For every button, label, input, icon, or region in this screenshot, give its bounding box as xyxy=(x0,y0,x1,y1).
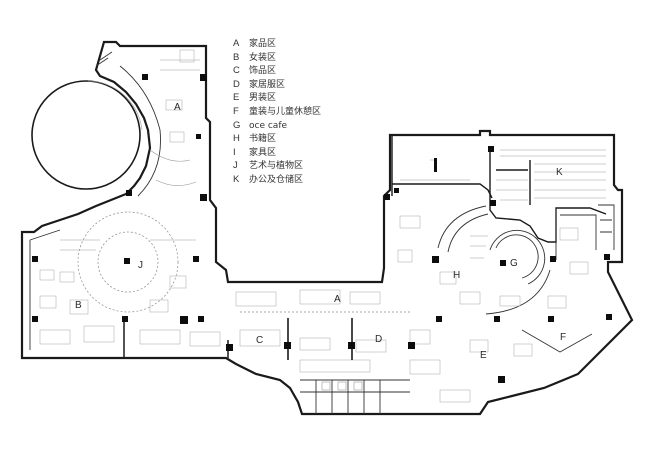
zone-letter-g: G xyxy=(510,258,518,269)
structural-columns xyxy=(32,74,612,383)
zone-letter-c: C xyxy=(256,335,263,346)
legend-key: A xyxy=(233,38,240,49)
zone-letter-j: J xyxy=(138,260,143,271)
legend-label: 办公及仓储区 xyxy=(249,174,304,185)
legend-item: B 女装区 xyxy=(233,51,321,65)
zone-letter-f: F xyxy=(560,332,566,343)
legend-key: F xyxy=(233,105,239,117)
zone-letter-a-top: A xyxy=(174,102,181,113)
outer-walls xyxy=(20,40,634,416)
legend-item: E 男装区 xyxy=(233,91,321,105)
circular-atrium xyxy=(31,80,143,190)
zone-j-circles xyxy=(39,211,221,347)
wing-a-curves xyxy=(119,49,200,197)
legend-label: 男装区 xyxy=(249,93,277,104)
legend-label: oce cafe xyxy=(249,120,288,131)
legend-key: D xyxy=(233,78,240,90)
legend-item: C 饰品区 xyxy=(233,64,321,78)
legend-key: B xyxy=(233,51,240,63)
legend-item: K 办公及仓储区 xyxy=(233,173,321,187)
legend-item: I 家具区 xyxy=(233,146,321,160)
legend-key: G xyxy=(233,119,241,131)
legend-item: J 艺术与植物区 xyxy=(233,159,321,173)
legend-key: K xyxy=(233,173,240,185)
legend-item: A 家品区 xyxy=(233,37,321,51)
zone-letter-h: H xyxy=(453,270,460,281)
zone-letter-e: E xyxy=(480,350,487,361)
legend-label: 家居服区 xyxy=(249,79,286,90)
legend-label: 家品区 xyxy=(249,39,277,49)
legend-item: D 家居服区 xyxy=(233,78,321,92)
legend-key: H xyxy=(233,133,240,145)
legend-label: 艺术与植物区 xyxy=(249,161,304,172)
zone-letter-b: B xyxy=(75,300,82,311)
zone-letter-a-mid: A xyxy=(334,294,341,305)
central-furniture xyxy=(235,289,471,403)
legend-item: H 书籍区 xyxy=(233,132,321,146)
legend-key: C xyxy=(233,65,240,77)
legend-label: 女装区 xyxy=(249,52,277,63)
legend-item: F 童装与儿童休憩区 xyxy=(233,105,321,119)
legend-label: 家具区 xyxy=(249,147,277,158)
zone-letter-k: K xyxy=(556,167,563,178)
inner-partitions xyxy=(123,135,615,414)
zone-letter-d: D xyxy=(375,334,382,345)
legend-label: 书籍区 xyxy=(249,134,277,145)
legend-key: E xyxy=(233,92,240,104)
legend-label: 饰品区 xyxy=(249,66,277,77)
legend-label: 童装与儿童休憩区 xyxy=(249,106,322,117)
zone-letters: A J B A C D E F H G K xyxy=(75,102,566,361)
zone-h-g-curves xyxy=(397,205,593,357)
legend-key: J xyxy=(233,160,238,172)
legend-key: I xyxy=(233,146,236,158)
